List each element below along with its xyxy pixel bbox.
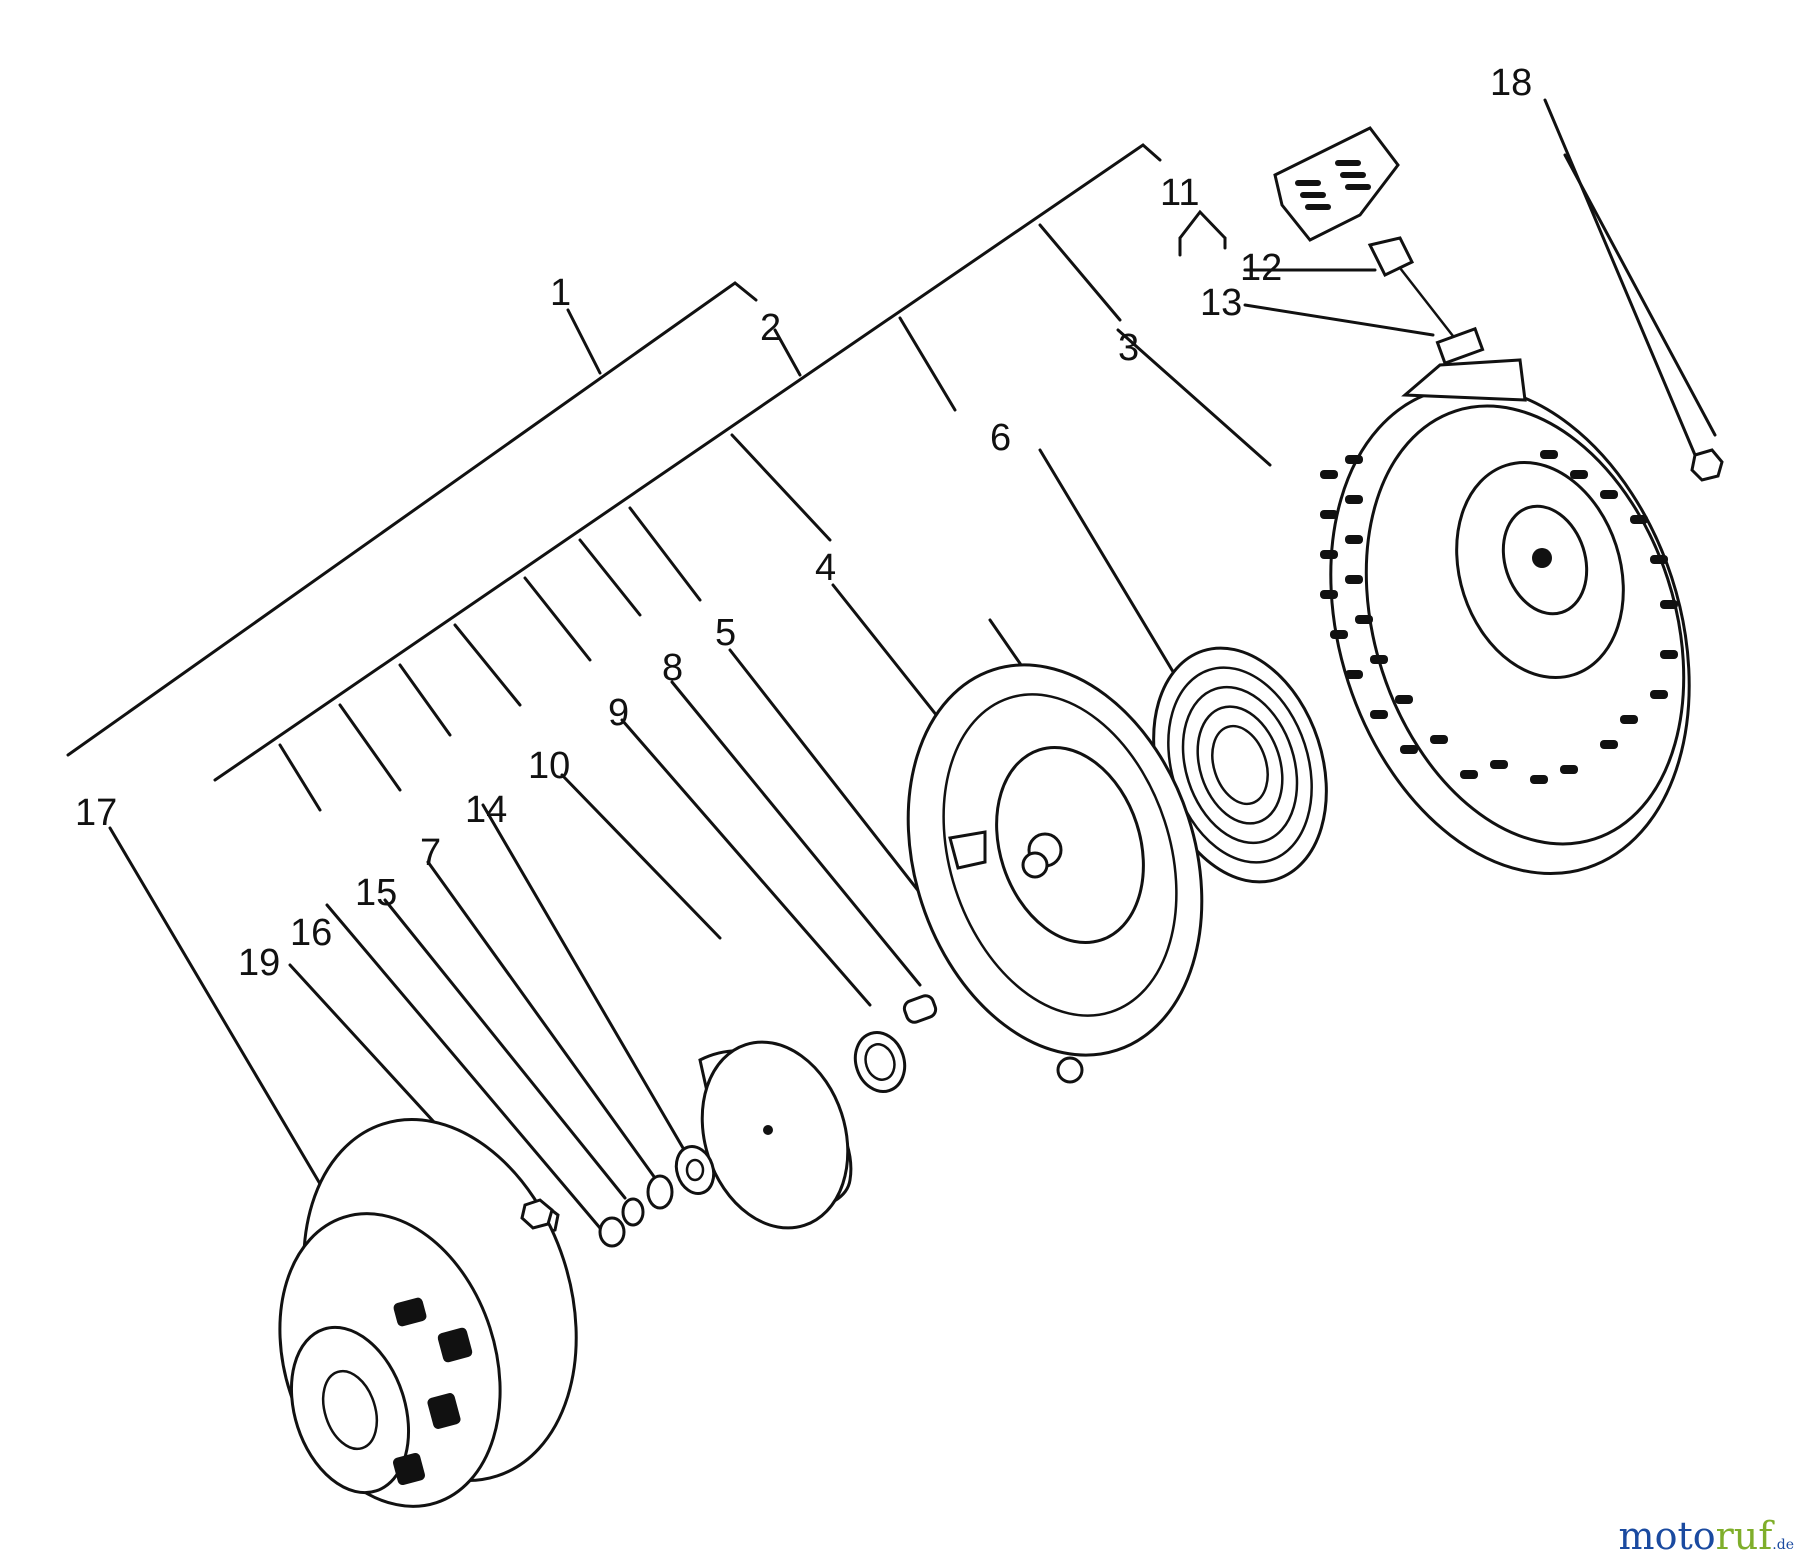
pawl-and-springs [853,994,938,1093]
fasteners [520,448,1724,1230]
part-label-8: 8 [662,647,683,689]
part-labels: 1 2 3 4 5 6 7 8 9 10 11 12 13 14 15 16 1… [75,62,1532,984]
part-label-5: 5 [715,612,736,654]
part-label-17: 17 [75,792,117,834]
part-label-7: 7 [420,832,441,874]
part-label-6: 6 [990,417,1011,459]
part-label-1: 1 [550,272,571,314]
part-label-11: 11 [1160,172,1199,214]
washers-and-nuts [526,1145,716,1248]
part-label-15: 15 [355,872,397,914]
part-label-19: 19 [238,942,280,984]
part-label-18: 18 [1490,62,1532,104]
watermark-part3: .de [1772,1537,1794,1553]
starter-housing [1320,358,1691,875]
watermark-logo: motoruf.de [1619,1514,1794,1558]
starter-handle [1273,126,1485,366]
part-label-2: 2 [760,307,781,349]
part-label-16: 16 [290,912,332,954]
watermark-part2: ruf [1715,1514,1773,1558]
part-label-13: 13 [1200,282,1242,324]
part-label-10: 10 [528,745,570,787]
part-label-12: 12 [1240,247,1282,289]
starter-cup [278,1118,578,1508]
part-label-14: 14 [465,789,507,831]
retainer-plate [698,1040,853,1230]
part-label-4: 4 [815,547,836,589]
part-label-3: 3 [1118,327,1139,369]
watermark-part1: moto [1618,1514,1716,1558]
part-label-9: 9 [608,692,629,734]
pulley [906,663,1204,1084]
